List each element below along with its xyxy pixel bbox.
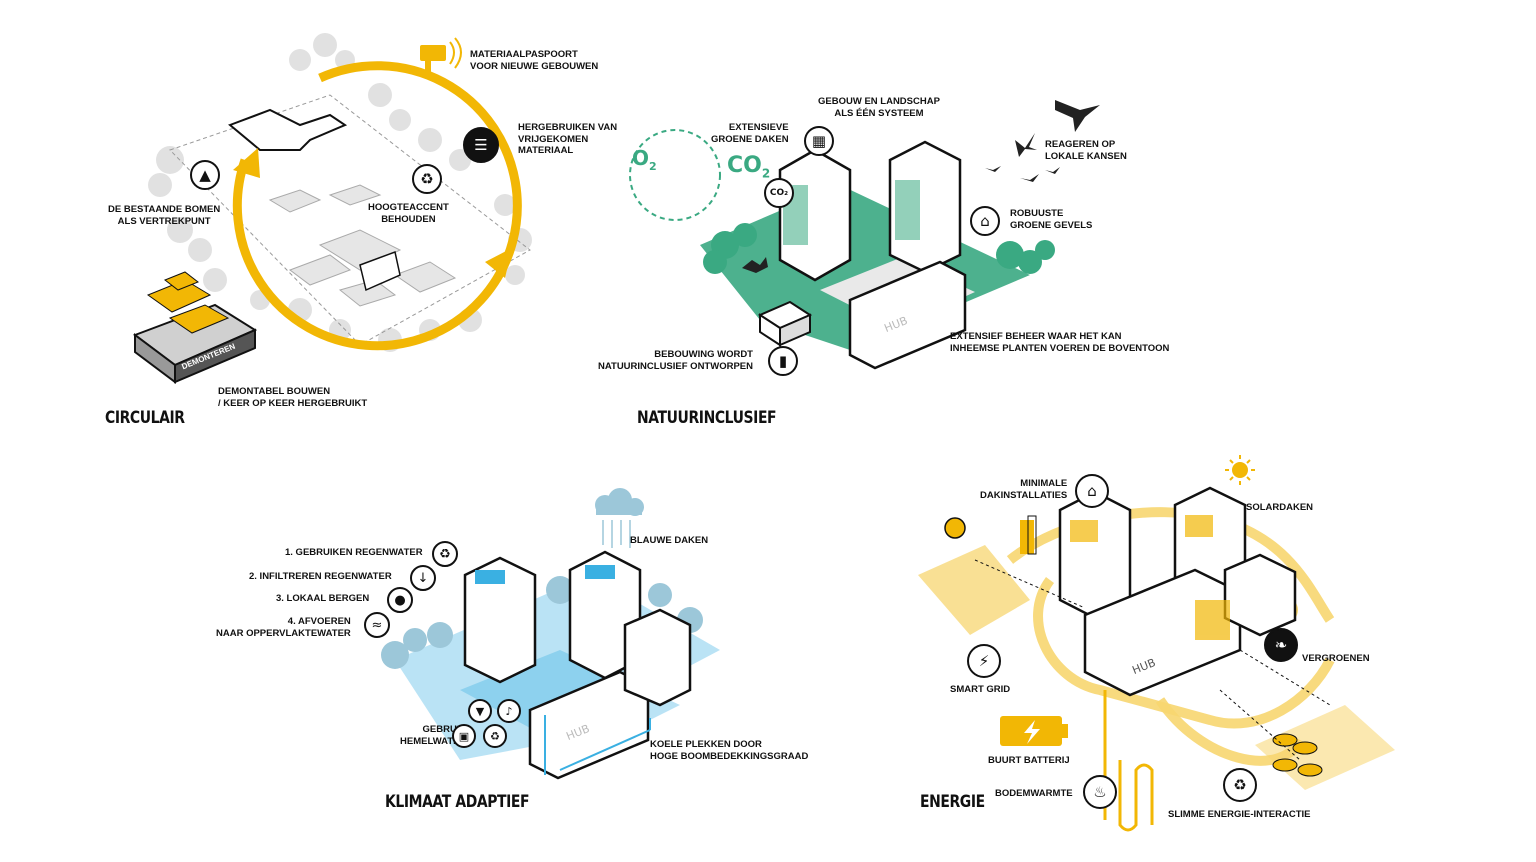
label-bodemwarmte: BODEMWARMTE <box>995 788 1073 799</box>
label-step-3: 3. LOKAAL BERGEN <box>276 593 370 604</box>
rooftop-installation-icon: ⌂ <box>1075 474 1109 508</box>
co2-label: CO2 <box>727 153 771 181</box>
label-materiaalpaspoort: MATERIAALPASPOORT VOOR NIEUWE GEBOUWEN <box>470 49 599 72</box>
house-facade-icon: ⌂ <box>970 206 1000 236</box>
drain-icon: ≈ <box>364 612 390 638</box>
label-bestaande-bomen: DE BESTAANDE BOMEN ALS VERTREKPUNT <box>108 204 221 227</box>
leaf-icon: ❧ <box>1264 628 1298 662</box>
circulair-title: CIRCULAIR <box>105 408 185 428</box>
klimaat-title: KLIMAAT ADAPTIEF <box>385 792 530 812</box>
o2-label: O2 <box>632 146 657 173</box>
ground-heat-icon: ♨ <box>1083 775 1117 809</box>
label-vergroenen: VERGROENEN <box>1302 653 1370 664</box>
energie-panel <box>918 455 1395 832</box>
washing-machine-icon: ▣ <box>452 724 476 748</box>
label-dakinstallaties: MINIMALE DAKINSTALLATIES <box>980 478 1068 501</box>
label-smart-grid: SMART GRID <box>950 684 1011 695</box>
recycle-icon: ♻ <box>412 164 442 194</box>
label-hemelwater: GEBRUIK HEMELWATER <box>400 724 467 747</box>
energie-title: ENERGIE <box>920 792 985 812</box>
smart-grid-icon: ⚡ <box>967 644 1001 678</box>
label-koele-plekken: KOELE PLEKKEN DOOR HOGE BOOMBEDEKKINGSGR… <box>650 739 809 762</box>
recycle-water-icon: ♻ <box>483 724 507 748</box>
label-step-2: 2. INFILTREREN REGENWATER <box>249 571 392 582</box>
label-extensief-beheer: EXTENSIEF BEHEER WAAR HET KAN INHEEMSE P… <box>950 331 1170 354</box>
reuse-water-icon: ♻ <box>432 541 458 567</box>
infiltrate-icon: ↓ <box>410 565 436 591</box>
label-solardaken: SOLARDAKEN <box>1246 502 1314 513</box>
label-blauwe-daken: BLAUWE DAKEN <box>630 535 709 546</box>
label-reageren: REAGEREN OP LOKALE KANSEN <box>1045 139 1127 162</box>
co2-badge-icon: CO₂ <box>764 178 794 208</box>
label-gebouw-landschap: GEBOUW EN LANDSCHAP ALS ÉÉN SYSTEEM <box>818 96 940 119</box>
label-hergebruiken: HERGEBRUIKEN VAN VRIJGEKOMEN MATERIAAL <box>518 122 618 156</box>
label-buurt-batterij: BUURT BATTERIJ <box>988 755 1070 766</box>
label-bebouwing: BEBOUWING WORDT NATUURINCLUSIEF ONTWORPE… <box>598 349 753 372</box>
label-groene-daken: EXTENSIEVE GROENE DAKEN <box>711 122 789 145</box>
energy-recycle-icon: ♻ <box>1223 768 1257 802</box>
natuur-title: NATUURINCLUSIEF <box>637 408 777 428</box>
birdhouse-icon: ▮ <box>768 346 798 376</box>
tree-icon: ▲ <box>190 160 220 190</box>
natuur-panel <box>629 100 1100 370</box>
tap-icon: ▼ <box>468 699 492 723</box>
label-step-4: 4. AFVOEREN NAAR OPPERVLAKTEWATER <box>216 616 351 639</box>
materials-stack-icon: ☰ <box>463 127 499 163</box>
storage-icon: ● <box>387 587 413 613</box>
label-groene-gevels: ROBUUSTE GROENE GEVELS <box>1010 208 1093 231</box>
toilet-icon: ♪ <box>497 699 521 723</box>
label-step-1: 1. GEBRUIKEN REGENWATER <box>285 547 423 558</box>
circulair-panel <box>132 33 532 384</box>
green-roof-icon: ▦ <box>804 126 834 156</box>
label-slimme-interactie: SLIMME ENERGIE-INTERACTIE <box>1168 809 1311 820</box>
label-hoogteaccent: HOOGTEACCENT BEHOUDEN <box>368 202 449 225</box>
label-demontabel: DEMONTABEL BOUWEN / KEER OP KEER HERGEBR… <box>218 386 368 409</box>
